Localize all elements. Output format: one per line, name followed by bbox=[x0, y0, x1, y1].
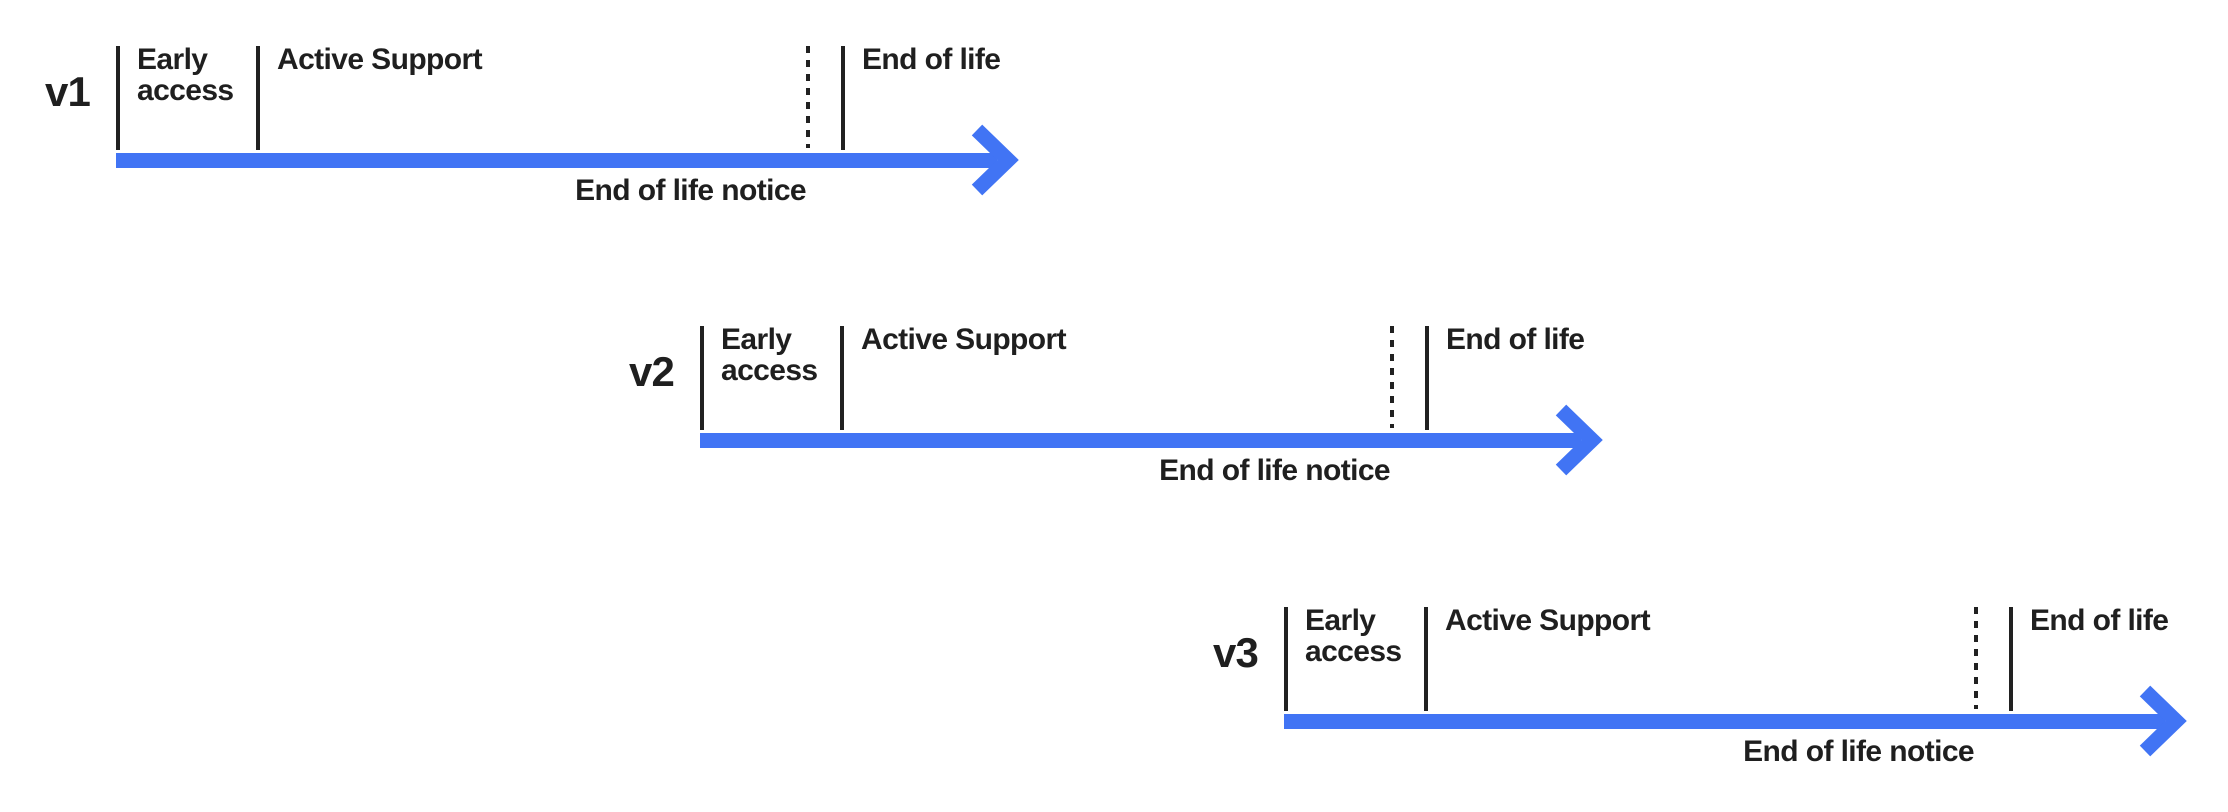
active-support-start-tick bbox=[256, 46, 260, 150]
active-support-label: Active Support bbox=[277, 43, 483, 76]
timeline-arrow-icon bbox=[116, 124, 1019, 196]
eol-notice-dashed-line bbox=[806, 46, 810, 148]
active-support-label: Active Support bbox=[861, 323, 1067, 356]
early-access-label: Early access bbox=[1305, 604, 1402, 668]
early-access-start-tick bbox=[116, 46, 120, 150]
active-support-label: Active Support bbox=[1445, 604, 1651, 637]
early-access-start-tick bbox=[700, 326, 704, 430]
end-of-life-label: End of life bbox=[1446, 323, 1585, 356]
timeline-v1: v1 Early access Active Support End of li… bbox=[0, 0, 1040, 212]
version-label: v2 bbox=[628, 348, 675, 395]
active-support-start-tick bbox=[840, 326, 844, 430]
version-label: v3 bbox=[1212, 629, 1259, 676]
active-support-start-tick bbox=[1424, 607, 1428, 711]
end-of-life-label: End of life bbox=[862, 43, 1001, 76]
early-access-label: Early access bbox=[137, 43, 234, 107]
end-of-life-tick bbox=[1425, 326, 1429, 430]
timeline-arrow-icon bbox=[700, 404, 1603, 476]
end-of-life-tick bbox=[841, 46, 845, 150]
end-of-life-notice-label: End of life notice bbox=[1743, 735, 1974, 768]
end-of-life-notice-label: End of life notice bbox=[575, 174, 806, 207]
timeline-v2: v2 Early access Active Support End of li… bbox=[584, 280, 1624, 492]
early-access-label: Early access bbox=[721, 323, 818, 387]
end-of-life-label: End of life bbox=[2030, 604, 2169, 637]
eol-notice-dashed-line bbox=[1390, 326, 1394, 428]
eol-notice-dashed-line bbox=[1974, 607, 1978, 709]
early-access-start-tick bbox=[1284, 607, 1288, 711]
version-label: v1 bbox=[44, 68, 91, 115]
timeline-arrow-icon bbox=[1284, 685, 2187, 757]
timeline-v3: v3 Early access Active Support End of li… bbox=[1168, 561, 2208, 773]
end-of-life-notice-label: End of life notice bbox=[1159, 454, 1390, 487]
end-of-life-tick bbox=[2009, 607, 2013, 711]
